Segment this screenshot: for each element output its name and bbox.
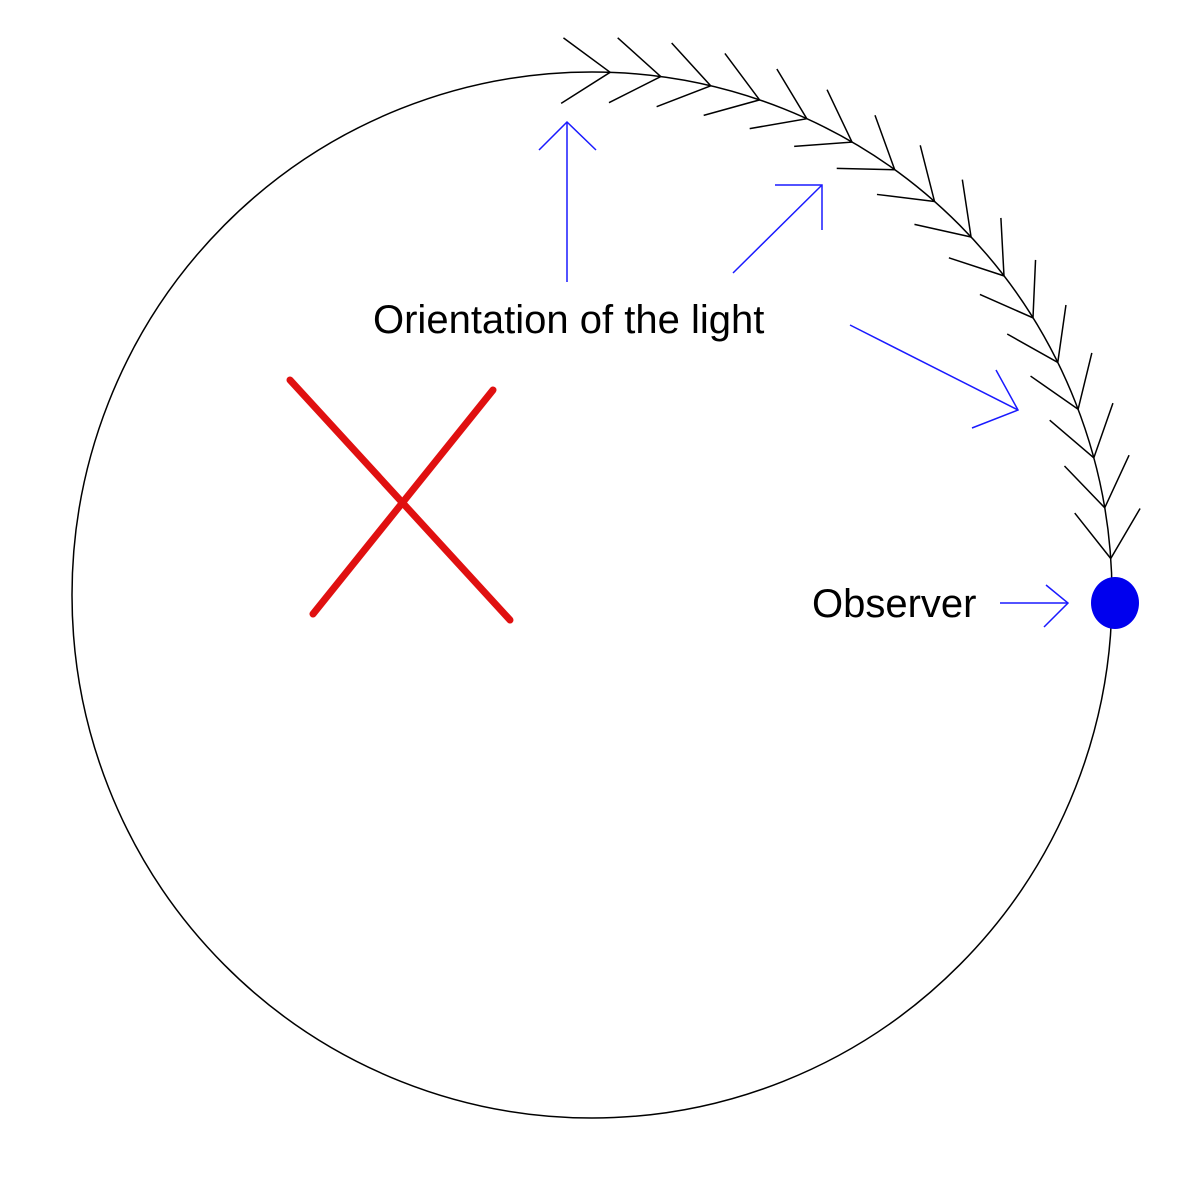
chevron-arrow-icon xyxy=(608,37,663,104)
light-path-chevrons xyxy=(560,37,1141,560)
pointer-arrow-up xyxy=(538,120,597,282)
pointer-arrow-right xyxy=(849,324,1020,429)
chevron-arrow-icon xyxy=(914,179,972,238)
pointer-arrow-diagonal xyxy=(732,184,823,274)
chevron-arrow-icon xyxy=(948,217,1005,277)
chevron-arrow-icon xyxy=(794,89,854,148)
chevron-arrow-icon xyxy=(1074,508,1141,560)
chevron-arrow-icon xyxy=(979,259,1037,319)
chevron-arrow-icon xyxy=(1006,304,1067,364)
chevron-arrow-icon xyxy=(876,145,936,203)
chevron-arrow-icon xyxy=(836,114,896,171)
chevron-arrow-icon xyxy=(1063,454,1130,510)
observer-label: Observer xyxy=(812,582,977,626)
chevron-arrow-icon xyxy=(703,52,761,117)
red-x-mark xyxy=(286,376,514,624)
chevron-arrow-icon xyxy=(749,68,809,130)
observer-dot xyxy=(1091,577,1139,629)
orientation-pointers xyxy=(538,120,1070,628)
chevron-arrow-icon xyxy=(656,42,713,108)
orientation-label: Orientation of the light xyxy=(373,298,764,342)
chevron-arrow-icon xyxy=(1049,402,1114,460)
chevron-arrow-icon xyxy=(560,37,612,105)
chevron-arrow-icon xyxy=(1030,352,1093,411)
pointer-arrow-observer xyxy=(1000,584,1070,628)
